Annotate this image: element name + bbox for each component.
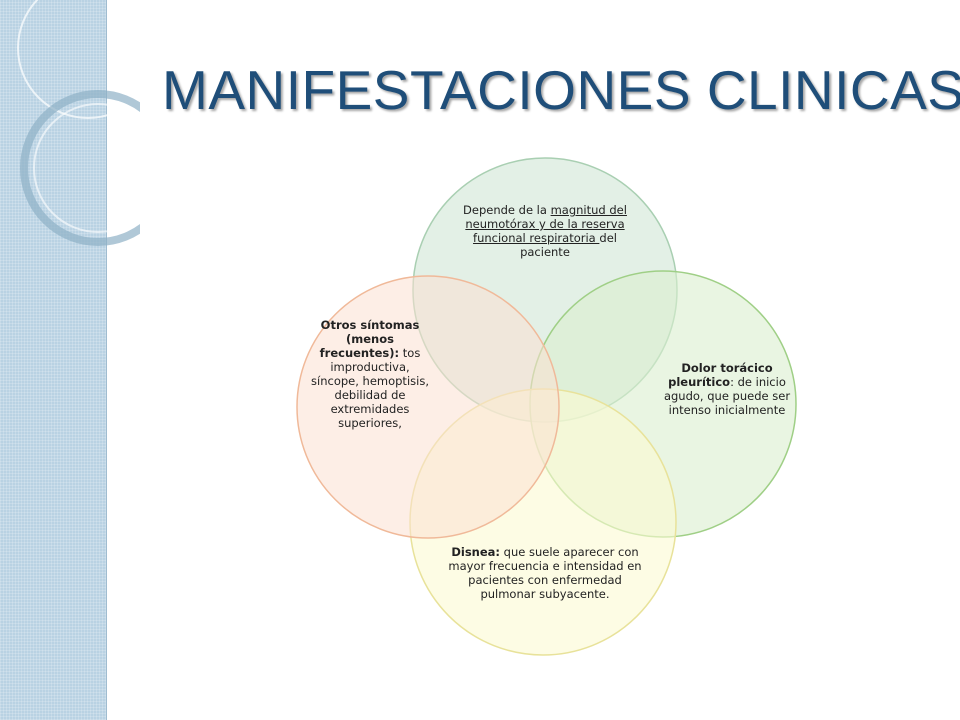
top-underlined: magnitud del neumotórax y de la reserva … [465,203,627,245]
right-rest: : de inicio agudo, que puede ser intenso… [663,375,791,417]
bottom-bold: Disnea: [451,545,501,559]
decorative-rings [17,0,140,246]
side-decoration-band [0,0,107,720]
circle-top-text: Depende de la magnitud del neumotórax y … [455,203,635,259]
right-bold: Dolor torácico pleurítico [668,361,773,389]
slide-title: MANIFESTACIONES CLINICAS [162,59,960,121]
circle-left-text: Otros síntomas (menos frecuentes): tos i… [310,318,430,430]
circle-bottom-text: Disnea: que suele aparecer con mayor fre… [440,545,650,601]
circle-left [296,275,560,539]
top-prefix: Depende de la [463,203,551,217]
left-rest: tos improductiva, síncope, hemoptisis, d… [311,346,429,430]
left-bold: Otros síntomas (menos frecuentes): [319,318,420,360]
circle-right-text: Dolor torácico pleurítico: de inicio agu… [660,361,794,417]
top-suffix: del paciente [520,231,617,259]
bottom-rest: que suele aparecer con mayor frecuencia … [448,545,642,601]
